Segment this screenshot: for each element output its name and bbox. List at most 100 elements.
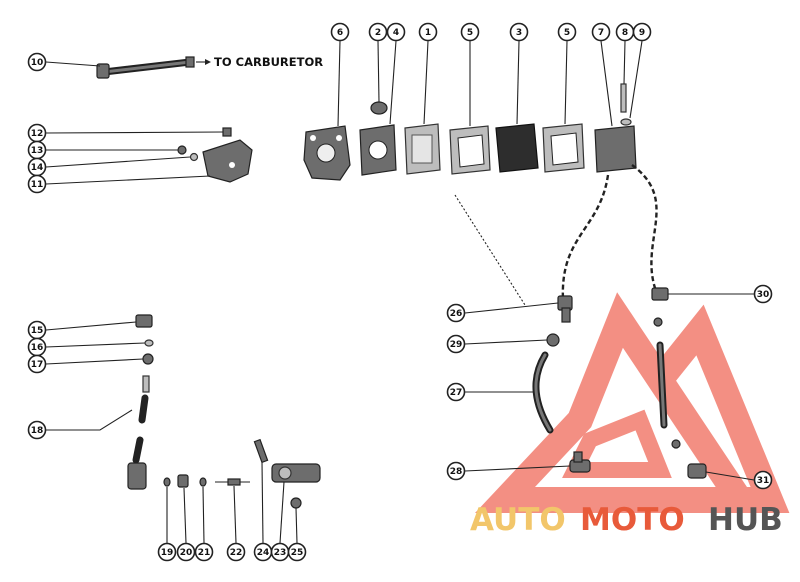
callout-5a: 5 xyxy=(460,22,480,126)
callout-circle xyxy=(27,174,47,194)
callout-circle xyxy=(460,22,480,42)
pump-body-1 xyxy=(404,123,441,175)
callout-5b: 5 xyxy=(557,22,577,125)
callout-21: 21 xyxy=(194,486,214,562)
callout-number: 13 xyxy=(31,146,44,156)
callout-number: 20 xyxy=(180,548,193,558)
watermark-logo xyxy=(474,292,790,513)
callout-29: 29 xyxy=(446,334,548,354)
callout-16: 16 xyxy=(27,337,146,357)
callout-circle xyxy=(176,542,196,562)
callout-leader-line xyxy=(261,461,264,544)
diaphragm-3 xyxy=(495,123,539,173)
callout-number: 31 xyxy=(757,476,770,486)
callout-number: 16 xyxy=(31,343,44,353)
callout-circle xyxy=(446,334,466,354)
callout-leader-line xyxy=(279,481,285,544)
callout-circle xyxy=(27,52,47,72)
hose-right xyxy=(656,341,668,429)
callout-leader-line xyxy=(45,61,101,67)
watermark-triangle-icon xyxy=(474,292,790,513)
callout-circle xyxy=(418,22,438,42)
callout-circle xyxy=(27,354,47,374)
nut-16 xyxy=(144,339,154,347)
callout-number: 11 xyxy=(31,180,44,190)
callout-number: 30 xyxy=(757,290,770,300)
callout-2: 2 xyxy=(368,22,388,103)
callout-circle xyxy=(330,22,350,42)
callout-circle xyxy=(446,382,466,402)
callout-leader-line xyxy=(295,507,298,544)
callout-leader-line xyxy=(623,40,626,85)
callout-19: 19 xyxy=(157,487,177,562)
callout-leader-line xyxy=(45,321,137,331)
callout-25: 25 xyxy=(287,507,307,562)
callout-number: 12 xyxy=(31,129,44,139)
callout-number: 18 xyxy=(31,426,44,436)
callout-leader-line xyxy=(389,40,397,125)
callout-circle xyxy=(753,284,773,304)
callout-leader-line xyxy=(705,471,755,481)
fuel-line-to-carburetor: TO CARBURETOR xyxy=(96,55,323,79)
callout-leader-line xyxy=(464,302,559,314)
callout-leader-line xyxy=(45,156,191,168)
callout-number: 23 xyxy=(274,548,287,558)
callout-10: 10 xyxy=(27,52,101,72)
fitting-31 xyxy=(671,439,707,479)
callout-circle xyxy=(446,461,466,481)
callout-leader-line xyxy=(45,175,211,185)
callout-number: 29 xyxy=(450,340,463,350)
callout-leader-line xyxy=(46,409,133,431)
callout-leader-line xyxy=(233,485,237,544)
callout-number: 27 xyxy=(450,388,463,398)
callout-leader-line xyxy=(516,40,520,125)
callout-leader-line xyxy=(377,40,380,103)
callout-circle xyxy=(557,22,577,42)
elbow-fitting-30 xyxy=(651,287,669,327)
callout-number: 19 xyxy=(161,548,174,558)
callout-number: 9 xyxy=(639,28,645,38)
callout-circle xyxy=(753,470,773,490)
pump-cover xyxy=(303,125,351,181)
gasket-4 xyxy=(359,124,397,176)
callout-13: 13 xyxy=(27,140,178,160)
callout-number: 8 xyxy=(622,28,628,38)
callout-number: 4 xyxy=(393,28,399,38)
callout-number: 5 xyxy=(467,28,473,38)
callout-leader-line xyxy=(564,40,568,125)
callout-leader-line xyxy=(202,486,205,544)
callout-15: 15 xyxy=(27,320,137,340)
callout-1: 1 xyxy=(418,22,438,125)
callout-number: 17 xyxy=(31,360,44,370)
callout-6: 6 xyxy=(330,22,350,127)
callout-leader-line xyxy=(183,487,187,544)
guide-line-1 xyxy=(454,194,526,306)
callout-circle xyxy=(226,542,246,562)
callout-27: 27 xyxy=(446,382,533,402)
callout-4: 4 xyxy=(386,22,406,125)
callout-number: 15 xyxy=(31,326,44,336)
callout-leader-line xyxy=(464,465,571,472)
callout-circle xyxy=(157,542,177,562)
carburetor-label: TO CARBURETOR xyxy=(214,55,323,69)
callout-leader-line xyxy=(600,40,613,127)
callout-18: 18 xyxy=(27,409,133,440)
callout-circle xyxy=(591,22,611,42)
callout-number: 26 xyxy=(450,309,463,319)
clamp-29 xyxy=(546,333,560,347)
watermark-moto: MOTO xyxy=(580,502,685,538)
callout-22: 22 xyxy=(226,485,246,562)
callout-31: 31 xyxy=(705,470,773,490)
callout-circle xyxy=(632,22,652,42)
callout-leader-line xyxy=(45,358,144,365)
callout-number: 28 xyxy=(450,467,463,477)
hose-27 xyxy=(532,351,554,434)
callout-number: 2 xyxy=(375,28,381,38)
elbow-fitting-26 xyxy=(557,295,573,323)
callout-number: 22 xyxy=(230,548,243,558)
callout-9: 9 xyxy=(629,22,652,119)
callout-3: 3 xyxy=(509,22,529,125)
callout-number: 1 xyxy=(425,28,431,38)
mounting-bracket xyxy=(177,127,253,183)
